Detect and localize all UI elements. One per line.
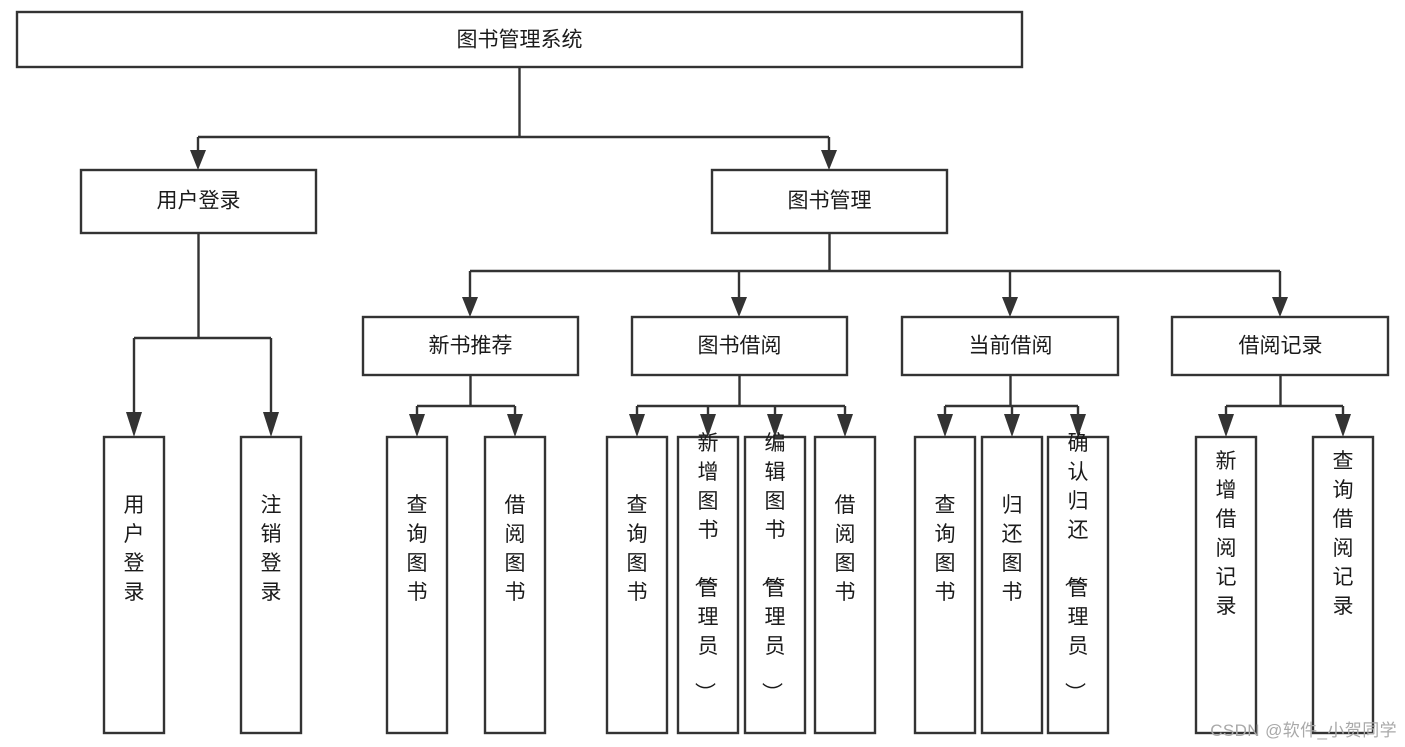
connector-bookmgmt-to-level3: [462, 233, 1288, 317]
leaf-box-edit-book-admin[interactable]: [743, 435, 807, 735]
node-borrow-record[interactable]: 借阅记录: [1170, 315, 1390, 377]
arrow-head-user-login: [190, 150, 206, 170]
arrow-head-rc-1: [1218, 414, 1234, 437]
leaf-label-add-book-admin: 新增图书（管理员）: [693, 432, 719, 703]
leaf-box-return-book[interactable]: [980, 435, 1044, 735]
leaf-box-add-borrow-record[interactable]: [1194, 435, 1258, 735]
node-label-book-borrow: 图书借阅: [698, 335, 782, 358]
arrow-head-nb-1: [409, 414, 425, 437]
arrow-head-newbook: [462, 297, 478, 317]
arrow-head-br-2: [700, 414, 716, 437]
leaf-borrow-book-borrow[interactable]: 借阅图书: [813, 435, 877, 735]
leaf-edit-book-admin[interactable]: 编辑图书（管理员）: [743, 432, 807, 735]
leaf-label-add-borrow-record: 新增借阅记录: [1216, 450, 1237, 618]
arrow-head-leaf-logout: [263, 412, 279, 437]
leaf-label-logout: 注销登录: [261, 494, 282, 604]
leaf-box-borrow-book-newbook[interactable]: [483, 435, 547, 735]
leaf-label-query-borrow-record: 查询借阅记录: [1333, 450, 1354, 618]
leaf-box-query-book-current[interactable]: [913, 435, 977, 735]
leaf-query-book-current[interactable]: 查询图书: [913, 435, 977, 735]
arrow-head-cu-3: [1070, 414, 1086, 437]
leaf-label-query-book-newbook: 查询图书: [407, 494, 428, 604]
leaf-box-add-book-admin[interactable]: [676, 435, 740, 735]
leaf-query-book-borrow[interactable]: 查询图书: [605, 435, 669, 735]
node-label-user-login: 用户登录: [157, 190, 241, 213]
node-box-user-login[interactable]: [79, 168, 318, 235]
connector-current-to-leaves: [937, 375, 1086, 437]
node-box-book-management[interactable]: [710, 168, 949, 235]
leaf-box-confirm-return-admin[interactable]: [1046, 435, 1110, 735]
leaf-logout[interactable]: 注销登录: [239, 435, 303, 735]
arrow-head-current: [1002, 297, 1018, 317]
arrow-head-leaf-user-login: [126, 412, 142, 437]
leaf-label-edit-book-admin: 编辑图书（管理员）: [760, 432, 786, 703]
leaf-box-query-book-borrow[interactable]: [605, 435, 669, 735]
leaf-box-query-book-newbook[interactable]: [385, 435, 449, 735]
leaf-box-query-borrow-record[interactable]: [1311, 435, 1375, 735]
arrow-head-record: [1272, 297, 1288, 317]
leaf-label-confirm-return-admin: 确认归还（管理员）: [1063, 432, 1089, 703]
node-box-new-book-recommend[interactable]: [361, 315, 580, 377]
node-current-borrow[interactable]: 当前借阅: [900, 315, 1120, 377]
leaf-user-login[interactable]: 用户登录: [102, 435, 166, 735]
node-box-current-borrow[interactable]: [900, 315, 1120, 377]
arrow-head-nb-2: [507, 414, 523, 437]
leaf-box-borrow-book-borrow[interactable]: [813, 435, 877, 735]
leaf-label-borrow-book-newbook: 借阅图书: [505, 494, 526, 604]
leaf-box-user-login[interactable]: [102, 435, 166, 735]
connector-borrow-to-leaves: [629, 375, 853, 437]
leaf-add-borrow-record[interactable]: 新增借阅记录: [1194, 435, 1258, 735]
node-box-book-borrow[interactable]: [630, 315, 849, 377]
node-new-book-recommend[interactable]: 新书推荐: [361, 315, 580, 377]
node-book-borrow[interactable]: 图书借阅: [630, 315, 849, 377]
node-label-root: 图书管理系统: [457, 29, 583, 52]
leaf-label-query-book-borrow: 查询图书: [627, 494, 648, 604]
leaf-label-return-book: 归还图书: [1002, 494, 1023, 604]
leaf-query-borrow-record[interactable]: 查询借阅记录: [1311, 435, 1375, 735]
leaf-return-book[interactable]: 归还图书: [980, 435, 1044, 735]
node-label-book-management: 图书管理: [788, 190, 872, 213]
arrow-head-cu-2: [1004, 414, 1020, 437]
leaf-borrow-book-newbook[interactable]: 借阅图书: [483, 435, 547, 735]
leaf-label-borrow-book-borrow: 借阅图书: [835, 494, 856, 604]
connector-root-to-level2: [190, 67, 837, 170]
arrow-head-cu-1: [937, 414, 953, 437]
arrow-head-br-1: [629, 414, 645, 437]
arrow-head-borrow: [731, 297, 747, 317]
node-user-login[interactable]: 用户登录: [79, 168, 318, 235]
node-box-root[interactable]: [15, 10, 1024, 69]
leaf-confirm-return-admin[interactable]: 确认归还（管理员）: [1046, 432, 1110, 735]
node-label-current-borrow: 当前借阅: [969, 335, 1053, 358]
leaf-query-book-newbook[interactable]: 查询图书: [385, 435, 449, 735]
arrow-head-book-mgmt: [821, 150, 837, 170]
leaf-add-book-admin[interactable]: 新增图书（管理员）: [676, 432, 740, 735]
leaf-label-user-login: 用户登录: [124, 494, 145, 604]
node-box-borrow-record[interactable]: [1170, 315, 1390, 377]
leaf-label-query-book-current: 查询图书: [935, 494, 956, 604]
arrow-head-br-3: [767, 414, 783, 437]
node-label-borrow-record: 借阅记录: [1239, 335, 1323, 358]
connectors-layer: [126, 67, 1351, 437]
connector-newbook-to-leaves: [409, 375, 523, 437]
connector-record-to-leaves: [1218, 375, 1351, 437]
node-root-system[interactable]: 图书管理系统: [15, 10, 1024, 69]
node-book-management[interactable]: 图书管理: [710, 168, 949, 235]
arrow-head-br-4: [837, 414, 853, 437]
connector-userlogin-to-leaves: [126, 233, 279, 437]
leaf-box-logout[interactable]: [239, 435, 303, 735]
node-label-new-book-recommend: 新书推荐: [429, 335, 513, 358]
arrow-head-rc-2: [1335, 414, 1351, 437]
